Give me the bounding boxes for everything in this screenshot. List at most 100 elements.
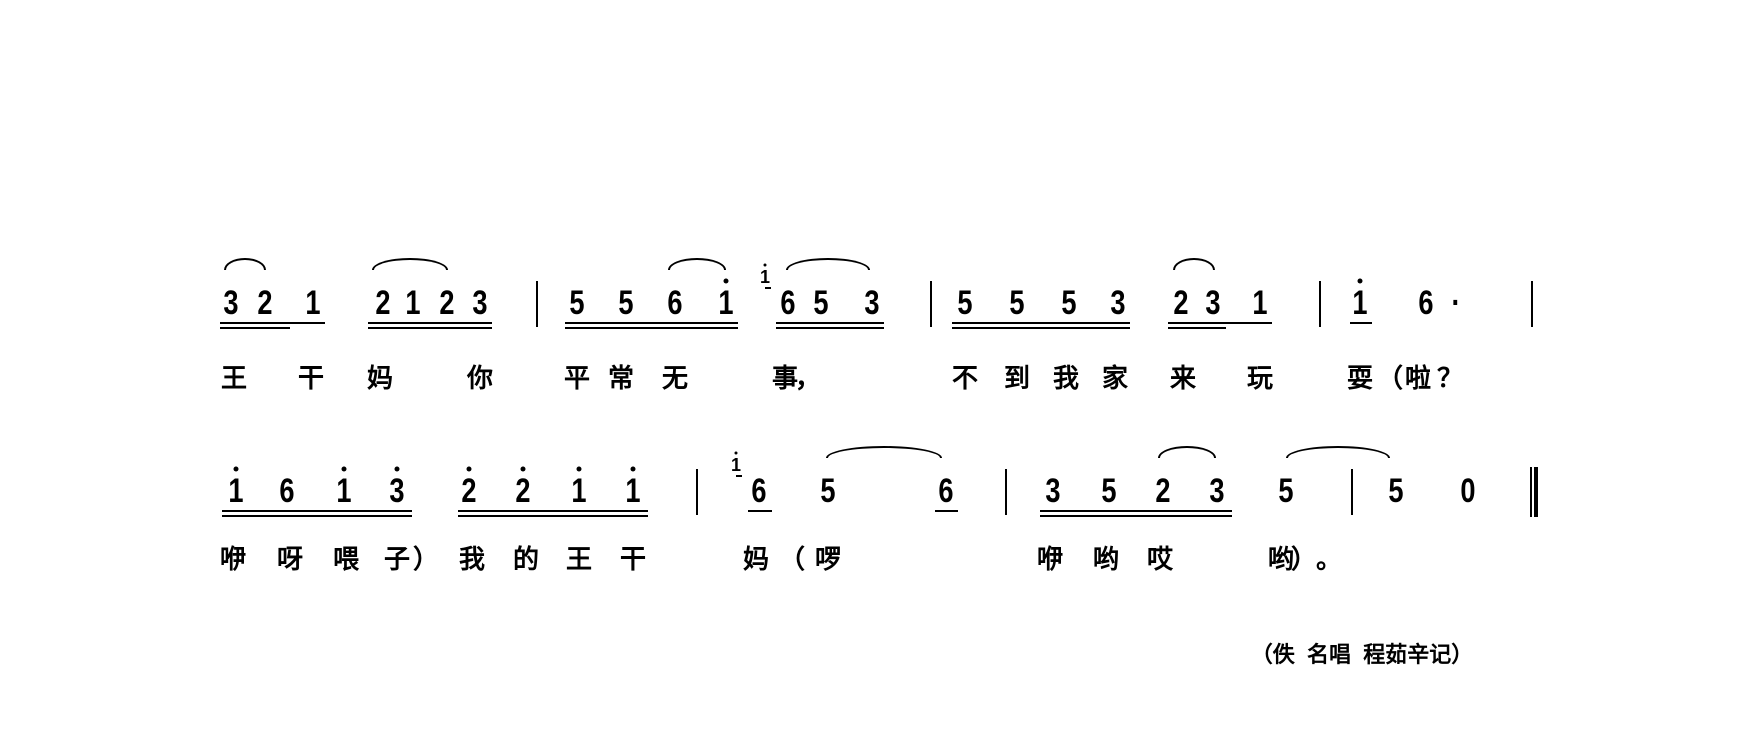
note: 1	[405, 284, 421, 322]
lyric-syllable: 哟	[1092, 545, 1120, 575]
lyric-syllable: 妈	[366, 364, 394, 394]
octave-dot	[734, 451, 738, 455]
note: 2	[515, 472, 531, 510]
slur	[1173, 258, 1215, 270]
lyric-syllable: 平	[563, 364, 591, 394]
note: 3	[472, 284, 488, 322]
lyric-syllable: 哎	[1146, 545, 1174, 575]
note: 1	[1252, 284, 1268, 322]
underline	[776, 322, 884, 324]
note: 5	[813, 284, 829, 322]
slur	[1286, 446, 1390, 458]
note: 6	[279, 472, 295, 510]
barline	[1319, 281, 1321, 327]
note: 1	[228, 472, 244, 510]
final-barline	[1534, 467, 1538, 517]
underline	[1168, 322, 1272, 324]
note: 5	[820, 472, 836, 510]
lyric-syllable: 不	[951, 364, 979, 394]
octave-dot	[341, 466, 347, 472]
lyric-syllable: ，	[794, 364, 822, 394]
underline	[1040, 515, 1232, 517]
slur	[826, 446, 942, 458]
note: 1	[718, 284, 734, 322]
barline	[930, 281, 932, 327]
lyric-syllable: 你	[466, 364, 494, 394]
underline	[222, 515, 412, 517]
octave-dot	[1357, 278, 1363, 284]
lyric-syllable: ？	[1436, 364, 1464, 394]
octave-dot	[763, 263, 767, 267]
note: 1	[336, 472, 352, 510]
lyric-syllable: 事	[771, 364, 799, 394]
lyric-syllable: 常	[607, 364, 635, 394]
note: 3	[1205, 284, 1221, 322]
grace-hook	[765, 287, 771, 289]
note: 5	[1278, 472, 1294, 510]
note: 3	[389, 472, 405, 510]
lyric-syllable: 无	[661, 364, 689, 394]
credit-line: （佚 名唱 程茹辛记）	[1250, 642, 1474, 667]
note: 5	[1009, 284, 1025, 322]
octave-dot	[233, 466, 239, 472]
slur	[224, 258, 266, 270]
lyric-syllable: 呀	[276, 545, 304, 575]
underline	[458, 510, 648, 512]
lyric-syllable: 咿	[1036, 545, 1064, 575]
lyric-syllable: 我	[1052, 364, 1080, 394]
note: 6	[1418, 284, 1434, 322]
lyric-syllable: 到	[1003, 364, 1031, 394]
note: 6	[751, 472, 767, 510]
lyric-syllable: 干	[297, 364, 325, 394]
lyric-syllable: 哟	[1267, 545, 1295, 575]
lyric-syllable: 的	[512, 545, 540, 575]
underline	[458, 515, 648, 517]
note: 6	[938, 472, 954, 510]
lyric-syllable: 耍	[1346, 364, 1374, 394]
note: 1	[305, 284, 321, 322]
note: 0	[1460, 472, 1476, 510]
lyric-syllable: 咿	[219, 545, 247, 575]
lyric-syllable: 。	[1315, 545, 1343, 575]
octave-dot	[520, 466, 526, 472]
underline	[220, 322, 325, 324]
slur	[668, 258, 726, 270]
note: 5	[1061, 284, 1077, 322]
slur	[1158, 446, 1216, 458]
grace-note: 1	[730, 455, 742, 475]
note: 3	[1045, 472, 1061, 510]
note: 1	[625, 472, 641, 510]
lyric-syllable: ）	[412, 545, 440, 575]
octave-dot	[630, 466, 636, 472]
underline	[220, 327, 290, 329]
lyric-syllable: （	[778, 545, 806, 575]
note: 3	[1110, 284, 1126, 322]
barline	[1530, 467, 1532, 517]
note: 3	[1209, 472, 1225, 510]
lyric-syllable: 子	[383, 545, 411, 575]
lyric-syllable: （	[1376, 364, 1404, 394]
grace-hook	[736, 475, 742, 477]
barline	[1351, 469, 1353, 515]
note: 5	[1101, 472, 1117, 510]
underline	[952, 327, 1130, 329]
note: 2	[1173, 284, 1189, 322]
lyric-syllable: 干	[619, 545, 647, 575]
underline	[1350, 322, 1372, 324]
lyric-syllable: 家	[1101, 364, 1129, 394]
slur	[786, 258, 870, 270]
barline	[696, 469, 698, 515]
underline	[1040, 510, 1232, 512]
note: 6	[667, 284, 683, 322]
duration-dot: ·	[1451, 284, 1461, 322]
lyric-syllable: 王	[565, 545, 593, 575]
note: 5	[569, 284, 585, 322]
grace-note: 1	[759, 267, 771, 287]
lyric-syllable: 喂	[332, 545, 360, 575]
octave-dot	[466, 466, 472, 472]
lyric-syllable: 王	[220, 364, 248, 394]
underline	[952, 322, 1130, 324]
lyric-syllable: 来	[1169, 364, 1197, 394]
note: 2	[257, 284, 273, 322]
note: 3	[223, 284, 239, 322]
